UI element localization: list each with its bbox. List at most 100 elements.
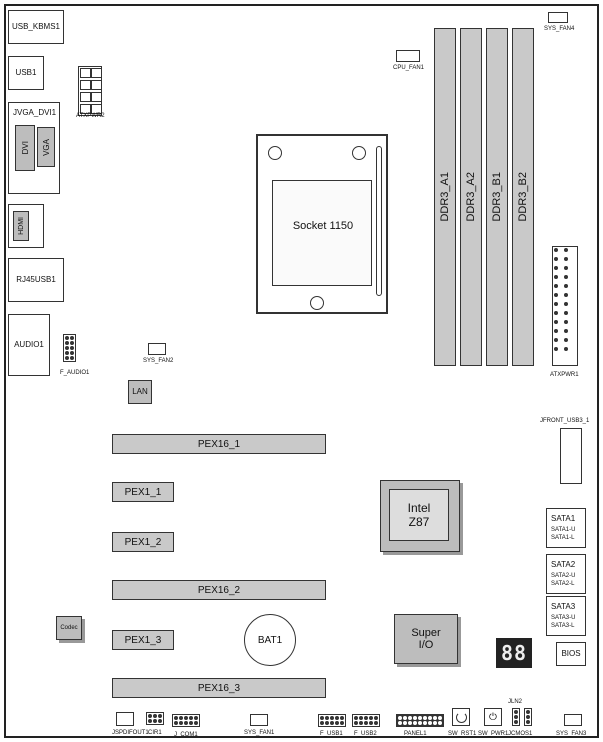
codec-label: Codec xyxy=(60,625,78,631)
dimm-slot-a1: DDR3_A1 xyxy=(434,28,456,366)
vga-dvi-label: JVGA_DVI1 xyxy=(13,108,57,117)
audio-label: AUDIO1 xyxy=(14,340,44,349)
dimm-slot-b1: DDR3_B1 xyxy=(486,28,508,366)
super-io-chip: Super I/O xyxy=(394,614,458,664)
battery: BAT1 xyxy=(244,614,296,666)
sata1-connector: SATA1 SATA1-U SATA1-L xyxy=(546,508,586,548)
bat-label: BAT1 xyxy=(257,634,283,646)
pex1-1-label: PEX1_1 xyxy=(124,486,162,498)
bios-label: BIOS xyxy=(561,649,581,658)
sata3-connector: SATA3 SATA3-U SATA3-L xyxy=(546,596,586,636)
jfront-usb3-label: JFRONT_USB3_1 xyxy=(540,418,590,424)
cir-header xyxy=(146,712,164,725)
panel-label: PANEL1 xyxy=(404,731,427,737)
lan-chip: LAN xyxy=(128,380,152,404)
dimm-slot-b2: DDR3_B2 xyxy=(512,28,534,366)
codec-chip: Codec xyxy=(56,616,82,640)
atxpwr1-label: ATXPWR1 xyxy=(550,372,579,378)
jcmos-label: JCMOS1 xyxy=(508,731,533,737)
pex16-2-slot: PEX16_2 xyxy=(112,580,326,600)
socket-screw-icon xyxy=(352,146,366,160)
bios-chip: BIOS xyxy=(556,642,586,666)
dvi-label: DVI xyxy=(20,141,30,155)
vga-label: VGA xyxy=(41,138,51,156)
f-audio-label: F_AUDIO1 xyxy=(60,370,90,376)
sys-fan2-header xyxy=(148,343,166,355)
chipset-die: Intel Z87 xyxy=(389,489,449,541)
pex16-1-label: PEX16_1 xyxy=(197,438,241,450)
sata2-l-label: SATA2-L xyxy=(551,581,575,587)
sata3-u-label: SATA3-U xyxy=(551,615,576,621)
sata3-l-label: SATA3-L xyxy=(551,623,575,629)
io-label: I/O xyxy=(418,639,434,651)
power-icon: ⏻ xyxy=(489,711,497,723)
debug-led-display: 88 xyxy=(496,638,532,668)
jspdif-label: JSPDIFOUT1 xyxy=(112,730,149,736)
sata2-label: SATA2 xyxy=(551,560,576,569)
sw-pwr-label: SW_PWR1 xyxy=(478,731,509,737)
rj45usb-label: RJ45USB1 xyxy=(16,275,56,284)
sys-fan2-label: SYS_FAN2 xyxy=(143,358,174,364)
sys-fan1-header xyxy=(250,714,268,726)
sata2-connector: SATA2 SATA2-U SATA2-L xyxy=(546,554,586,594)
pex16-3-slot: PEX16_3 xyxy=(112,678,326,698)
pex16-1-slot: PEX16_1 xyxy=(112,434,326,454)
sata1-u-label: SATA1-U xyxy=(551,527,576,533)
reset-icon xyxy=(455,711,467,723)
ddr-b2-label: DDR3_B2 xyxy=(517,172,529,222)
f-usb2-header xyxy=(352,714,380,727)
debug-code: 88 xyxy=(500,641,528,665)
vga-connector: VGA xyxy=(37,127,55,167)
sys-fan3-label: SYS_FAN3 xyxy=(556,731,587,737)
f-usb1-label: F_USB1 xyxy=(320,731,343,737)
intel-label: Intel xyxy=(407,501,431,515)
sys-fan3-header xyxy=(564,714,582,726)
atxpwr2-label: ATXPWR2 xyxy=(76,113,105,119)
sw-rst-button xyxy=(452,708,470,726)
pex1-1-slot: PEX1_1 xyxy=(112,482,174,502)
sw-rst-label: SW_RST1 xyxy=(448,731,477,737)
usb1-label: USB1 xyxy=(15,68,37,77)
pex1-3-slot: PEX1_3 xyxy=(112,630,174,650)
vga-dvi-port: JVGA_DVI1 DVI VGA xyxy=(8,102,60,194)
dimm-slot-a2: DDR3_A2 xyxy=(460,28,482,366)
jcmos-header xyxy=(524,708,532,726)
socket-screw-icon xyxy=(310,296,324,310)
ddr-b1-label: DDR3_B1 xyxy=(491,172,503,222)
socket-lever xyxy=(376,146,382,296)
ddr-a2-label: DDR3_A2 xyxy=(465,172,477,222)
jspdif-header xyxy=(116,712,134,726)
sw-pwr-button: ⏻ xyxy=(484,708,502,726)
usb-kbms-label: USB_KBMS1 xyxy=(11,22,61,31)
sys-fan1-label: SYS_FAN1 xyxy=(244,730,275,736)
atxpwr1-connector xyxy=(552,246,578,366)
super-label: Super xyxy=(411,627,441,639)
chipset: Intel Z87 xyxy=(380,480,460,552)
pex1-3-label: PEX1_3 xyxy=(124,634,162,646)
panel-header xyxy=(396,714,444,727)
socket-screw-icon xyxy=(268,146,282,160)
f-usb2-label: F_USB2 xyxy=(354,731,377,737)
jcom-label: J_COM1 xyxy=(174,732,198,738)
cir-label: CIR1 xyxy=(148,730,162,736)
hdmi-label: HDMI xyxy=(17,217,25,235)
pex1-2-slot: PEX1_2 xyxy=(112,532,174,552)
jln2-header xyxy=(512,708,520,726)
dvi-connector: DVI xyxy=(15,125,35,171)
f-usb1-header xyxy=(318,714,346,727)
cpu-fan-label: CPU_FAN1 xyxy=(393,65,425,71)
cpu-socket-frame: Socket 1150 xyxy=(256,134,388,314)
usb-kbms-port: USB_KBMS1 xyxy=(8,10,64,44)
jln2-label: JLN2 xyxy=(508,699,523,705)
ddr-a1-label: DDR3_A1 xyxy=(439,172,451,222)
pex1-2-label: PEX1_2 xyxy=(124,536,162,548)
jfront-usb3-header xyxy=(560,428,582,484)
jcom-header xyxy=(172,714,200,727)
sata1-l-label: SATA1-L xyxy=(551,535,575,541)
usb1-port: USB1 xyxy=(8,56,44,90)
lan-label: LAN xyxy=(132,387,148,396)
hdmi-connector: HDMI xyxy=(13,211,29,241)
sata1-label: SATA1 xyxy=(551,514,576,523)
z87-label: Z87 xyxy=(408,515,430,529)
atxpwr2-connector xyxy=(78,66,102,116)
